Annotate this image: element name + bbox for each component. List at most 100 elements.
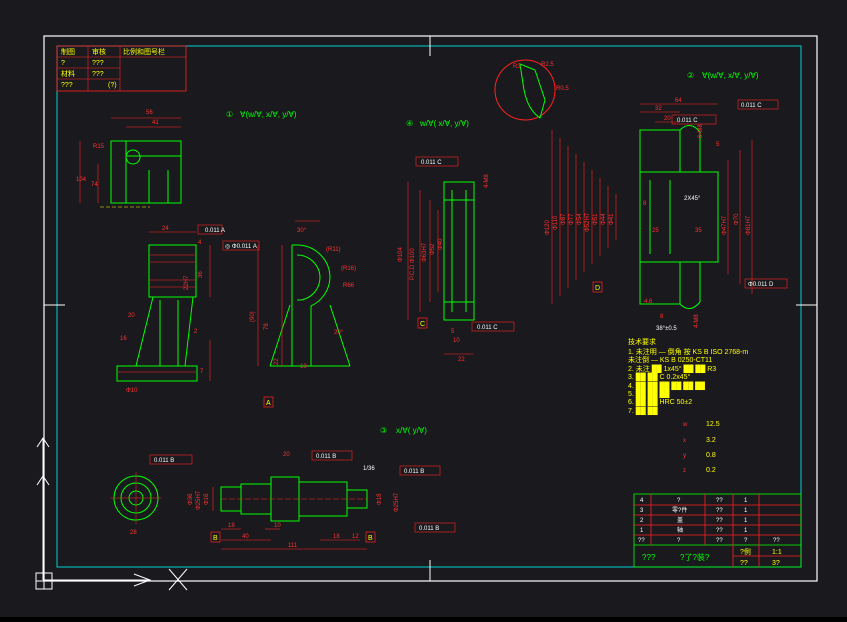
tb-cell: 比例和图号栏: [123, 47, 165, 56]
dim-d47h7: Φ47H7: [722, 215, 728, 235]
dim-d77: Φ77: [569, 213, 575, 225]
dim-d41: Φ41: [609, 213, 615, 225]
roughness-val: 3.2: [706, 437, 716, 444]
roughness-val: 0.8: [706, 452, 716, 459]
dim-20: 20: [128, 313, 135, 319]
tol-v2-a: 0.011 C: [677, 118, 698, 124]
dim-4m8b: 4-M8: [694, 314, 700, 328]
datum-d-box: [592, 281, 603, 293]
view2-dims: [551, 99, 788, 304]
dim-18b: 18: [333, 534, 340, 540]
dim-20deg: 20°: [334, 330, 344, 336]
pl-cell: ?: [677, 498, 681, 504]
dim-25: 25: [652, 228, 659, 234]
roughness-sym: z: [683, 468, 686, 474]
view4-section: [443, 181, 475, 321]
pl-cell: 轴: [677, 526, 683, 534]
dim-d70: Φ70: [734, 213, 740, 225]
tol-perp-a: 0.011 A: [205, 228, 225, 234]
tb-cell: 材料: [61, 69, 75, 78]
tol-v4-top: 0.011 C: [421, 160, 442, 166]
dim-32: 32: [655, 106, 662, 112]
dim-10c: 10: [274, 523, 281, 529]
datum-b-box-1: [210, 531, 221, 543]
pl-cell: 2: [640, 518, 644, 524]
dim-30deg: 30°: [297, 228, 307, 234]
dim-pcd: P.C.D Φ100: [410, 248, 416, 280]
tol-v3-d: 0.011 B: [419, 526, 439, 532]
view2-section: [639, 125, 719, 309]
dim-74: 74: [91, 182, 98, 188]
roughness-legend: w 12.5 x 3.2 y 0.8 z 0.2: [682, 421, 720, 474]
dim-18: 18: [228, 523, 235, 529]
dim-36: 36: [198, 271, 204, 278]
pl-sheet-label: ??: [740, 560, 748, 567]
dim-r16: (R16): [341, 266, 356, 272]
datum-a: A: [266, 400, 271, 407]
dim-d16: Φ16: [204, 493, 210, 505]
pl-scale-value: 1:1: [772, 549, 782, 556]
datum-d: D: [595, 285, 600, 292]
pl-cell: 盖: [677, 516, 683, 524]
parts-list: [633, 493, 802, 568]
dim-78: 78: [264, 323, 270, 330]
view3-shaft-end: [110, 472, 162, 524]
dim-d81h7: Φ81H7: [746, 215, 752, 235]
datum-c-box: [417, 317, 428, 329]
dim-20b: 20: [664, 116, 671, 122]
pl-scale-label: ?例: [740, 547, 751, 556]
roughness-sym: x: [683, 438, 686, 444]
datum-b-2: B: [368, 535, 373, 542]
crosshair-cursor-icon[interactable]: [168, 568, 188, 591]
dim-d110: Φ110: [553, 215, 559, 230]
roughness-sym: y: [683, 453, 686, 459]
pl-cell: 1: [744, 518, 748, 524]
dim-r2-5: R2.5: [541, 62, 554, 68]
dim-d25h7b: Φ25H7: [394, 492, 400, 512]
title-block-top: 制图 审核 比例和图号栏 ? ??? 材料 ??? ??? (?): [56, 45, 187, 92]
centering-marks: [44, 36, 817, 581]
tol-conc-a: ◎ Φ0.011 A: [225, 244, 257, 250]
dim-5: 5: [451, 329, 455, 335]
dim-4-6: 4.6: [644, 299, 653, 305]
dim-16: 16: [120, 336, 127, 342]
dim-22h7: 22H7: [184, 275, 190, 290]
dim-d36: Φ36: [188, 493, 194, 505]
detail-view: [494, 59, 556, 121]
view4-dims: [407, 156, 515, 355]
pl-footer-mid: ?了?装?: [680, 552, 710, 562]
ucs-icon: [35, 437, 152, 590]
tol-v3-a: 0.011 B: [154, 458, 174, 464]
tb-cell: ???: [61, 82, 73, 89]
view1-roughness: ∀(w/∀, x/∀, y/∀): [240, 110, 297, 119]
view1-top-view: [110, 140, 182, 204]
view1-front-section: [116, 244, 198, 382]
datum-a-box: [263, 396, 274, 408]
dim-90: (90): [250, 311, 256, 322]
tol-v3-c: 0.011 B: [404, 469, 424, 475]
dim-22b: 22: [458, 357, 465, 363]
dim-38deg: 38°±0.5: [656, 326, 677, 332]
dim-r3: R3: [513, 64, 521, 70]
dim-10b: 10: [453, 338, 460, 344]
note-line: 未注倒 — KS B 0250-CT11: [628, 355, 712, 364]
dim-8: 8: [643, 201, 647, 207]
tb-cell: ???: [92, 71, 104, 78]
dim-r15: R15: [93, 144, 105, 150]
pl-cell: ??: [716, 498, 723, 504]
note-line: 技术要求: [628, 337, 656, 346]
view1-front-dims: [149, 224, 260, 381]
roughness-val: 0.2: [706, 467, 716, 474]
tb-cell: ?: [61, 60, 65, 67]
view3-dims: [149, 450, 456, 550]
tb-cell: 制图: [61, 47, 75, 56]
view1-label: ①: [226, 110, 233, 119]
view3-label: ③: [380, 426, 387, 435]
dim-104: 104: [76, 177, 87, 183]
view3-roughness: x/∀( y/∀): [396, 426, 427, 435]
view4-roughness: w/∀( x/∀, y/∀): [419, 119, 469, 128]
dim-d54: Φ54: [577, 213, 583, 225]
pl-cell: 3: [640, 508, 644, 514]
